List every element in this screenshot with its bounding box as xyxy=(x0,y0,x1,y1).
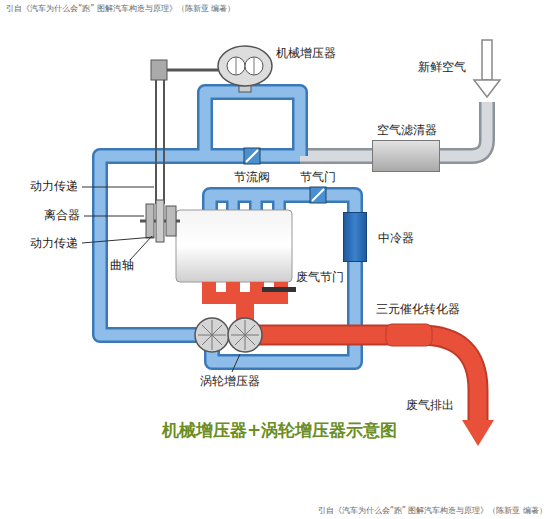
fresh-air-arrow xyxy=(474,40,500,97)
supercharger xyxy=(218,46,272,92)
part-name: 废气节门 xyxy=(296,270,344,284)
part-name: 动力传递 xyxy=(30,236,78,250)
belt xyxy=(151,60,167,172)
part-name: 新鲜空气 xyxy=(418,60,466,74)
leader-line xyxy=(82,187,240,372)
part-name: 废气排出 xyxy=(406,398,454,412)
air-filter: 空气滤清器 xyxy=(372,140,440,172)
part-name: 节气门 xyxy=(300,170,336,184)
part-name: 三元催化转化器 xyxy=(376,302,460,316)
source-note: 引自《汽车为什么会“跑” 图解汽车构造与原理》（陈新亚 编著） xyxy=(318,506,547,516)
part-name: 动力传递 xyxy=(30,179,78,193)
diagram-title: 机械增压器+涡轮增压器示意图 xyxy=(162,420,397,440)
part-name: 中冷器 xyxy=(378,231,414,245)
part-name: 节流阀 xyxy=(234,170,270,184)
turbocharger xyxy=(195,318,262,352)
intercooler: 中冷器 xyxy=(343,212,367,262)
part-name: 曲轴 xyxy=(110,258,134,272)
part-name: 离合器 xyxy=(44,208,80,222)
engine-block xyxy=(140,200,292,282)
part-name: 机械增压器 xyxy=(276,46,336,60)
boost-pipe xyxy=(100,92,355,362)
part-name: 空气滤清器 xyxy=(377,123,437,137)
source-note: 引自《汽车为什么会“跑” 图解汽车构造与原理》（陈新亚 编著） xyxy=(6,4,235,14)
part-name: 涡轮增压器 xyxy=(200,374,260,388)
